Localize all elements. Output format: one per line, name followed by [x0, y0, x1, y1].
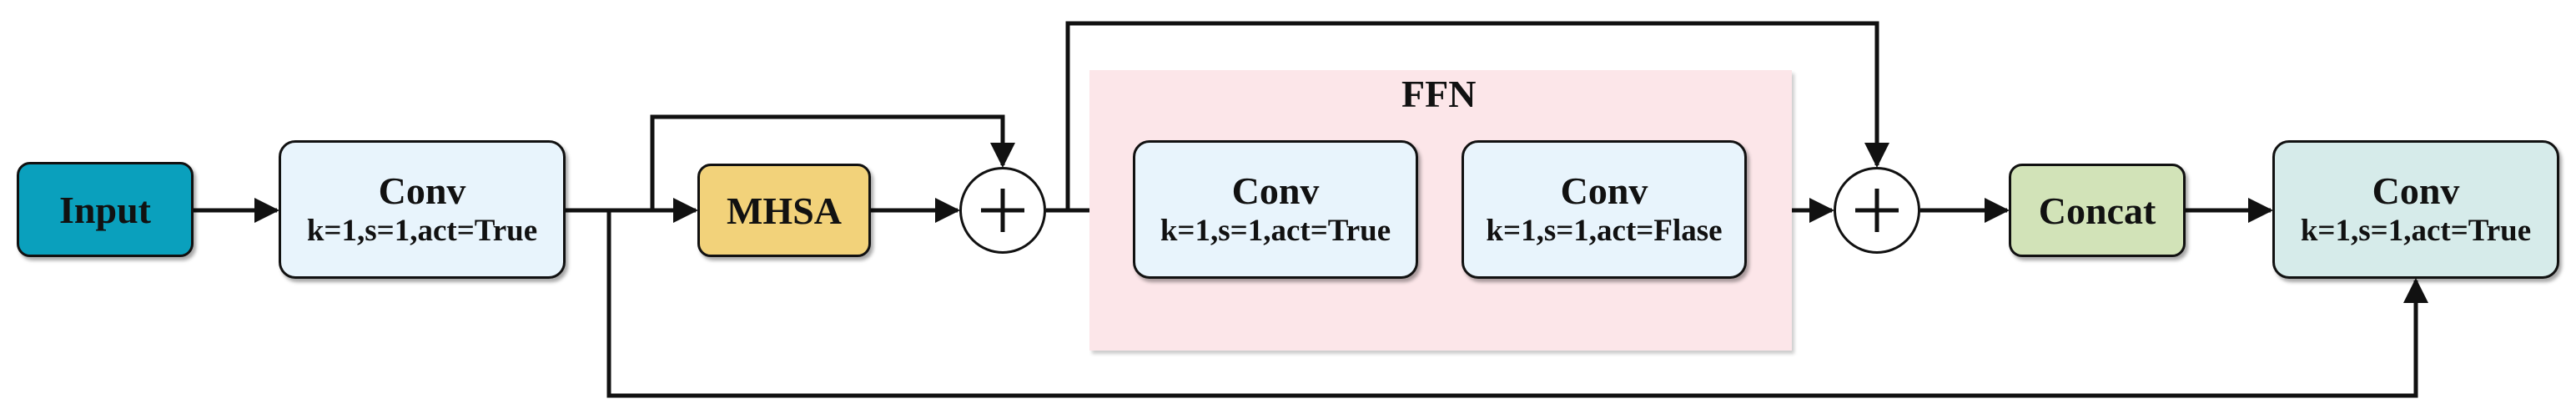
input-label: Input: [59, 188, 151, 231]
conv-node-out-title: Conv: [2372, 169, 2460, 212]
edge-skip-conv1-convout: [606, 210, 2428, 398]
concat-label: Concat: [2038, 189, 2156, 232]
mhsa-label: MHSA: [727, 189, 842, 232]
ffn-conv-node-2-title: Conv: [1560, 169, 1648, 212]
add-node-2: [1834, 167, 1920, 254]
add-node-1: [959, 167, 1046, 254]
ffn-conv-node-1-params: k=1,s=1,act=True: [1160, 214, 1391, 248]
conv-node-out: Conv k=1,s=1,act=True: [2272, 140, 2559, 279]
ffn-conv-node-1-title: Conv: [1231, 169, 1320, 212]
edge-skip-add1-add2: [1065, 21, 1889, 210]
conv-node-1-title: Conv: [378, 169, 466, 212]
concat-node: Concat: [2009, 164, 2186, 257]
conv-node-1-params: k=1,s=1,act=True: [306, 214, 538, 248]
ffn-conv-node-2: Conv k=1,s=1,act=Flase: [1462, 140, 1747, 279]
conv-node-1: Conv k=1,s=1,act=True: [279, 140, 566, 279]
input-node: Input: [17, 162, 194, 257]
plus-icon: [1855, 189, 1899, 232]
plus-icon: [981, 189, 1024, 232]
ffn-conv-node-1: Conv k=1,s=1,act=True: [1133, 140, 1418, 279]
edge-skip-conv1-add1: [650, 114, 1015, 210]
mhsa-node: MHSA: [697, 164, 871, 257]
conv-node-out-params: k=1,s=1,act=True: [2300, 214, 2532, 248]
ffn-conv-node-2-params: k=1,s=1,act=Flase: [1486, 214, 1723, 248]
ffn-label: FFN: [1401, 73, 1477, 115]
